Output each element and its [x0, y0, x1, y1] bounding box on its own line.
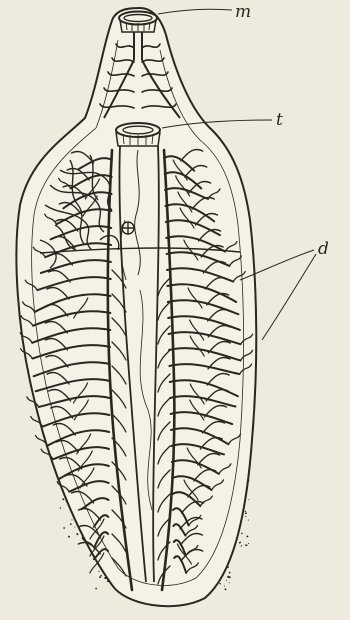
stipple-dot — [245, 511, 246, 512]
stipple-dot — [246, 535, 248, 537]
stipple-dot — [240, 542, 241, 543]
label-m: m — [235, 2, 251, 22]
stipple-dot — [70, 523, 72, 525]
stipple-dot — [241, 533, 243, 535]
stipple-dot — [229, 582, 230, 583]
stipple-dot — [100, 575, 102, 577]
stipple-dot — [245, 516, 246, 517]
ovary — [122, 222, 134, 234]
stipple-dot — [63, 527, 65, 529]
stipple-dot — [248, 520, 249, 521]
stipple-dot — [71, 519, 72, 520]
label-m-group: m — [158, 2, 251, 22]
label-d: d — [318, 239, 329, 259]
leader-line-m — [158, 9, 232, 14]
stipple-dot — [226, 580, 227, 581]
stipple-dot — [224, 585, 225, 586]
stipple-dot — [241, 545, 242, 546]
stipple-dot — [225, 588, 227, 590]
stipple-dot — [219, 583, 221, 585]
stipple-dot — [245, 544, 247, 546]
stipple-dot — [229, 576, 231, 578]
stipple-dot — [248, 499, 249, 500]
stipple-dot — [68, 536, 70, 538]
stipple-dot — [98, 571, 99, 572]
stipple-dot — [76, 533, 78, 535]
stipple-dot — [62, 498, 64, 500]
stipple-dot — [245, 512, 247, 514]
stipple-dot — [95, 588, 97, 590]
stipple-dot — [60, 507, 62, 509]
stipple-dot — [248, 543, 249, 544]
stipple-dot — [74, 526, 75, 527]
stipple-dot — [99, 576, 101, 578]
label-t: t — [276, 110, 283, 130]
stipple-dot — [229, 572, 231, 574]
